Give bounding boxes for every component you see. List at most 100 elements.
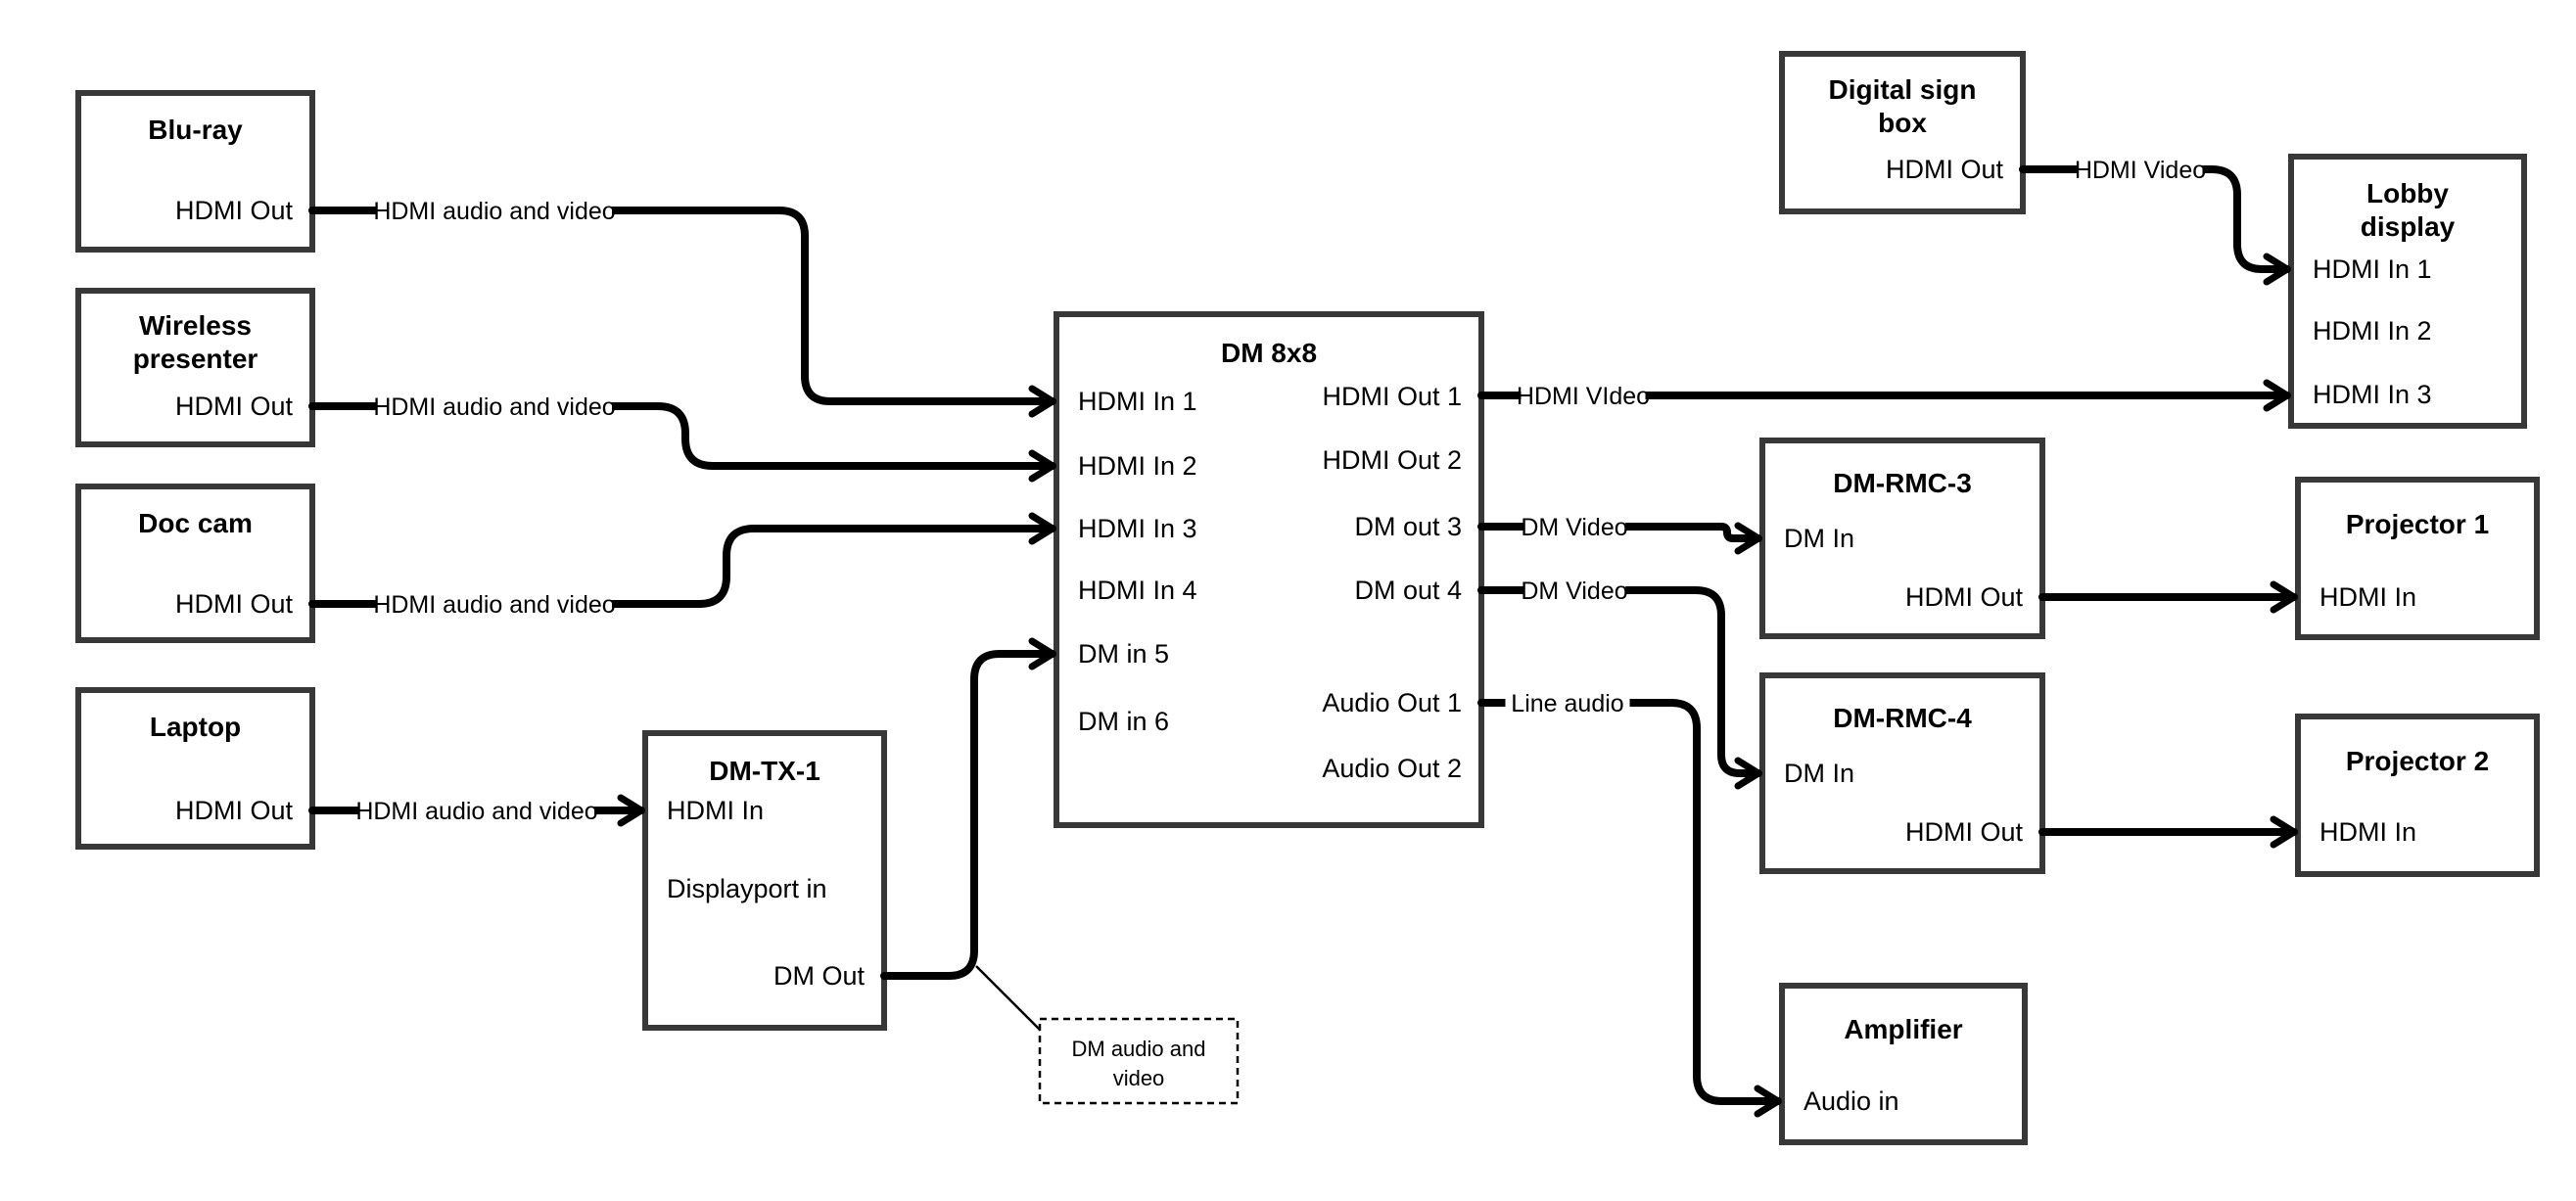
edge-dm8x8-audio-out-1-to-amplifier-wire [1477,699,1782,1105]
edge-dm8x8-dm-out-4-to-rmc4-label-bg [1522,576,1626,605]
port-dm-8x8-dm-out-3: DM out 3 [1354,512,1462,541]
port-wireless-presenter-hdmi-out: HDMI Out [175,392,294,421]
annotation-text-line-1: DM audio and [1072,1037,1206,1061]
edge-laptop-to-dm-tx-1-label-bg [359,796,594,825]
edge-dm8x8-audio-out-1-to-amplifier-label-bg [1505,688,1630,717]
arrowhead-icon [1734,522,1762,555]
edge-laptop-to-dm-tx-1: HDMI audio and video [308,794,645,827]
annotation-leader-line [975,965,1045,1035]
edge-rmc3-to-projector-1 [2038,580,2298,614]
port-dm-8x8-audio-out-2: Audio Out 2 [1322,754,1462,783]
arrowhead-icon [1028,637,1056,670]
node-dm-8x8-box [1054,311,1484,828]
port-dm-tx-1-hdmi-in: HDMI In [667,796,764,825]
edge-wireless-to-dm8x8-hdmi-in-2-wire [308,402,1056,470]
port-dm-8x8-hdmi-out-2: HDMI Out 2 [1322,445,1462,475]
arrowhead-icon [2263,253,2291,286]
port-dm-8x8-dm-out-4: DM out 4 [1354,576,1462,605]
arrowhead-icon [2270,815,2298,849]
arrowhead-icon [2270,580,2298,614]
node-projector-1: Projector 1 HDMI In [2295,477,2540,640]
port-projector-1-hdmi-in: HDMI In [2319,582,2416,612]
arrowhead-icon [1028,512,1056,545]
node-projector-2-title-line-1: Projector 2 [2346,746,2489,776]
node-wireless-presenter-title-line-2: presenter [133,344,258,374]
node-amplifier-title-line-1: Amplifier [1844,1014,1962,1044]
port-dm-8x8-hdmi-in-3: HDMI In 3 [1078,514,1197,543]
annotation-text-line-2: video [1113,1066,1165,1090]
port-dm-tx-1-dm-out: DM Out [773,961,866,991]
arrowhead-icon [1734,757,1762,790]
edge-wireless-to-dm8x8-hdmi-in-2-label-bg [377,392,612,421]
node-projector-1-title-line-1: Projector 1 [2346,509,2489,539]
edge-sign-to-lobby-in-1-label-bg [2078,155,2203,184]
node-doc-cam-box [75,484,315,643]
arrowhead-icon [1028,385,1056,418]
port-projector-2-hdmi-in: HDMI In [2319,817,2416,847]
node-dm-8x8-title-line-1: DM 8x8 [1221,338,1317,368]
node-lobby-display-title-line-1: Lobby [2366,178,2449,208]
port-dm-8x8-hdmi-in-4: HDMI In 4 [1078,576,1197,605]
edge-wireless-to-dm8x8-hdmi-in-2: HDMI audio and video [308,392,1056,483]
edge-rmc4-to-projector-2 [2038,815,2298,849]
edge-dm8x8-dm-out-4-to-rmc4-wire [1477,586,1762,777]
edge-dm8x8-dm-out-4-to-rmc4: DM Video [1477,576,1762,790]
edge-sign-to-lobby-in-1-label: HDMI Video [2075,157,2206,184]
edge-dm8x8-hdmi-out-1-to-lobby-in-3: HDMI VIdeo [1477,379,2291,412]
edge-dm-tx-1-to-dm8x8-dm-in-5-wire [880,650,1056,980]
edge-dm8x8-dm-out-3-to-rmc3-label-bg [1522,512,1626,541]
port-lobby-display-hdmi-in-3: HDMI In 3 [2313,380,2432,409]
edge-blu-ray-to-dm8x8-hdmi-in-1-label: HDMI audio and video [373,198,615,225]
annotation-box [1038,1017,1240,1105]
edge-wireless-to-dm8x8-hdmi-in-2-label: HDMI audio and video [373,393,615,421]
edge-dm8x8-dm-out-3-to-rmc3-wire [1477,523,1762,542]
port-dm-rmc-4-hdmi-out: HDMI Out [1905,817,2024,847]
port-dm-rmc-3-hdmi-out: HDMI Out [1905,582,2024,612]
edge-dm8x8-hdmi-out-1-to-lobby-in-3-label-bg [1521,381,1646,410]
edge-doc-cam-to-dm8x8-hdmi-in-3-wire [308,525,1056,608]
edge-dm-tx-1-to-dm8x8-dm-in-5 [880,637,1056,980]
port-dm-tx-1-displayport-in: Displayport in [667,874,827,903]
port-laptop-hdmi-out: HDMI Out [175,796,294,825]
node-digital-sign-box-title-line-2: box [1878,108,1927,138]
edge-dm8x8-audio-out-1-to-amplifier-label: Line audio [1511,690,1623,717]
port-dm-8x8-audio-out-1: Audio Out 1 [1322,688,1462,717]
port-lobby-display-hdmi-in-2: HDMI In 2 [2313,316,2432,346]
node-laptop-box [75,687,315,850]
node-digital-sign-box-box [1779,51,2026,214]
node-blu-ray-box [75,90,315,253]
node-blu-ray-title-line-1: Blu-ray [148,115,243,145]
arrowhead-icon [1754,1085,1782,1118]
node-dm-tx-1-title-line-1: DM-TX-1 [709,756,820,786]
edge-dm8x8-dm-out-3-to-rmc3: DM Video [1477,512,1762,555]
node-projector-2: Projector 2 HDMI In [2295,714,2540,877]
node-wireless-presenter-box [75,288,315,447]
edge-dm8x8-audio-out-1-to-amplifier: Line audio [1477,688,1782,1118]
edge-dm8x8-dm-out-4-to-rmc4-label: DM Video [1521,577,1627,605]
port-amplifier-audio-in: Audio in [1803,1086,1899,1116]
port-lobby-display-hdmi-in-1: HDMI In 1 [2313,254,2432,284]
port-dm-rmc-4-dm-in: DM In [1784,759,1854,788]
edge-doc-cam-to-dm8x8-hdmi-in-3: HDMI audio and video [308,512,1056,619]
edge-sign-to-lobby-in-1: HDMI Video [2019,155,2291,286]
edge-doc-cam-to-dm8x8-hdmi-in-3-label-bg [377,589,612,619]
annotation-dm-audio-and-video-note: DM audio and video [975,965,1240,1105]
node-wireless-presenter-title-line-1: Wireless [139,310,252,341]
node-amplifier-box [1779,983,2028,1145]
port-dm-8x8-hdmi-out-1: HDMI Out 1 [1322,382,1462,411]
port-digital-sign-box-hdmi-out: HDMI Out [1886,155,2004,184]
node-doc-cam-title-line-1: Doc cam [138,508,253,538]
port-dm-rmc-3-dm-in: DM In [1784,524,1854,553]
edge-blu-ray-to-dm8x8-hdmi-in-1-label-bg [377,196,612,225]
port-dm-8x8-hdmi-in-1: HDMI In 1 [1078,387,1197,416]
